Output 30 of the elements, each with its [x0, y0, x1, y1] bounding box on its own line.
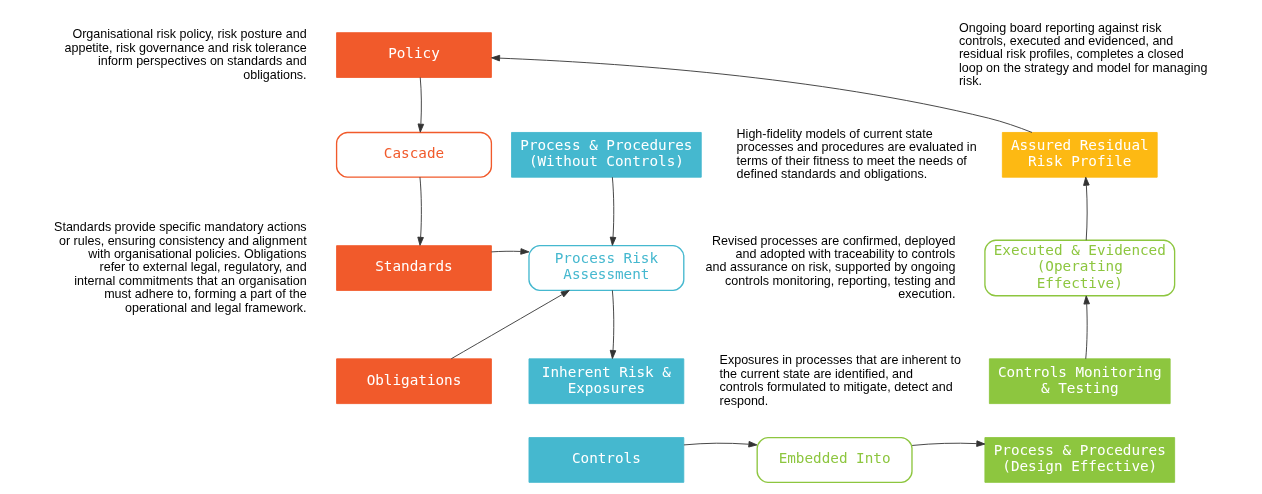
- node-label: Organisational risk policy, risk posture and appetite, risk governance and risk tolerance inform perspectives on standards and obligations.: [64, 27, 307, 82]
- node-box: Obligations: [336, 358, 492, 405]
- node-label: Exposures in processes that are inherent to the current state are identified, and controls formulated to mitigate, detect and respond.: [719, 353, 962, 408]
- node-label: Revised processes are confirmed, deployed and adopted with traceability to controls and assurance on risk, supported by ongoing controls monitoring, reporting, testing and execution.: [705, 233, 956, 302]
- arrow: [491, 54, 1033, 133]
- arrow: [450, 289, 570, 360]
- node-label: High-fidelity models of current state processes and procedures are evaluated in terms of their fitness to meet the needs of defined standards and obligations.: [736, 127, 977, 182]
- arrow: [1083, 295, 1090, 360]
- node-box: Process & Procedures (Without Controls): [511, 132, 702, 178]
- node-box: Controls Monitoring & Testing: [988, 358, 1171, 405]
- node-box: Assured Residual Risk Profile: [1001, 132, 1158, 178]
- arrow: [490, 248, 530, 255]
- node-box: Process Risk Assessment: [528, 245, 685, 292]
- arrow: [609, 289, 617, 359]
- node-box: Standards: [336, 245, 492, 291]
- arrow: [911, 440, 986, 447]
- node-box: Process & Procedures (Design Effective): [984, 437, 1176, 483]
- node-box: Executed & Evidenced (Operating Effective): [984, 239, 1176, 297]
- node-box: Cascade: [335, 131, 493, 178]
- node-box: Embedded Into: [756, 436, 913, 484]
- arrow: [417, 77, 425, 133]
- arrow: [1083, 176, 1090, 241]
- node-box: Inherent Risk & Exposures: [528, 358, 685, 405]
- node-box: Controls: [528, 437, 685, 483]
- arrow: [609, 176, 617, 246]
- node-label: Ongoing board reporting against risk controls, executed and evidenced, and residual risk profiles, completes a closed loop on the strategy and model for managing risk.: [958, 20, 1208, 89]
- node-label: Standards provide specific mandatory actions or rules, ensuring consistency and alignment with organisational policies. Obligations refer to external legal, regulatory, and internal commitments that an organisation must adhere to, forming a part of the operational and legal framework.: [54, 220, 307, 315]
- arrow: [417, 176, 424, 246]
- node-box: Policy: [336, 32, 492, 78]
- arrow: [683, 441, 758, 448]
